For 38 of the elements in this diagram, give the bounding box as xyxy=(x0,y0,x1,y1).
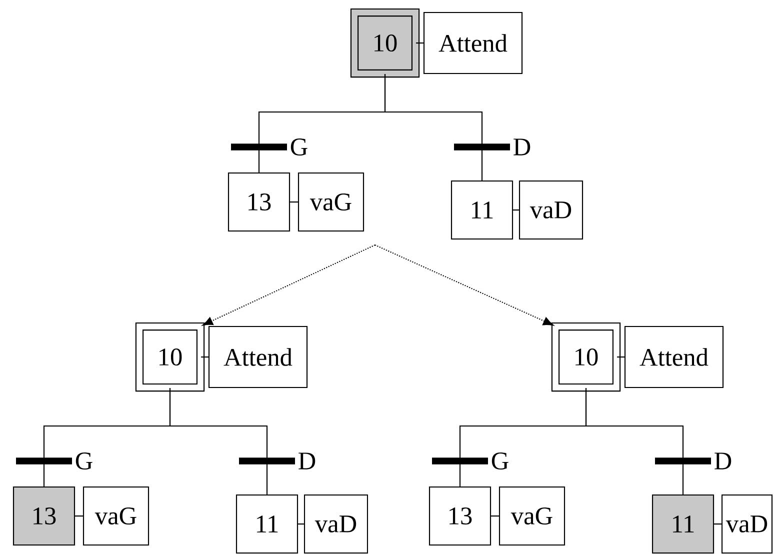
initial-step-box: 10 xyxy=(350,8,420,78)
action-box: vaD xyxy=(518,180,584,240)
initial-step-box: 10 xyxy=(135,322,205,392)
step-box: 11 xyxy=(450,180,514,240)
action-box: vaG xyxy=(82,486,150,546)
action-box: vaG xyxy=(298,172,364,232)
connector-line xyxy=(384,74,483,180)
initial-step-box: 10 xyxy=(551,322,621,392)
action-box: vaD xyxy=(304,494,368,554)
step-box: 11 xyxy=(236,494,298,554)
connector-line xyxy=(75,515,83,517)
transition-label: D xyxy=(714,452,732,470)
transition-label: G xyxy=(492,452,508,470)
connector-line xyxy=(513,209,519,211)
step-box: 13 xyxy=(12,486,76,546)
connector-line xyxy=(491,515,499,517)
step-box: 13 xyxy=(428,486,492,546)
connector-line xyxy=(617,356,624,358)
action-box: Attend xyxy=(624,326,724,388)
action-box: vaD xyxy=(721,494,773,554)
connector-line xyxy=(201,356,208,358)
connector-line xyxy=(298,523,304,525)
connector-line xyxy=(290,201,298,203)
connector-line xyxy=(585,388,684,494)
transition-label: D xyxy=(298,452,316,470)
transition-label: G xyxy=(76,452,92,470)
dotted-arrow xyxy=(374,244,554,326)
connector-line xyxy=(169,388,268,494)
action-box: Attend xyxy=(423,12,523,74)
action-box: Attend xyxy=(208,326,308,388)
action-box: vaG xyxy=(498,486,566,546)
connector-line xyxy=(714,523,722,525)
dotted-arrow xyxy=(202,244,376,326)
step-box: 11 xyxy=(652,494,714,554)
connector-line xyxy=(416,42,424,44)
transition-label: G xyxy=(290,138,308,156)
transition-label: D xyxy=(514,138,530,156)
step-box: 13 xyxy=(228,172,290,232)
